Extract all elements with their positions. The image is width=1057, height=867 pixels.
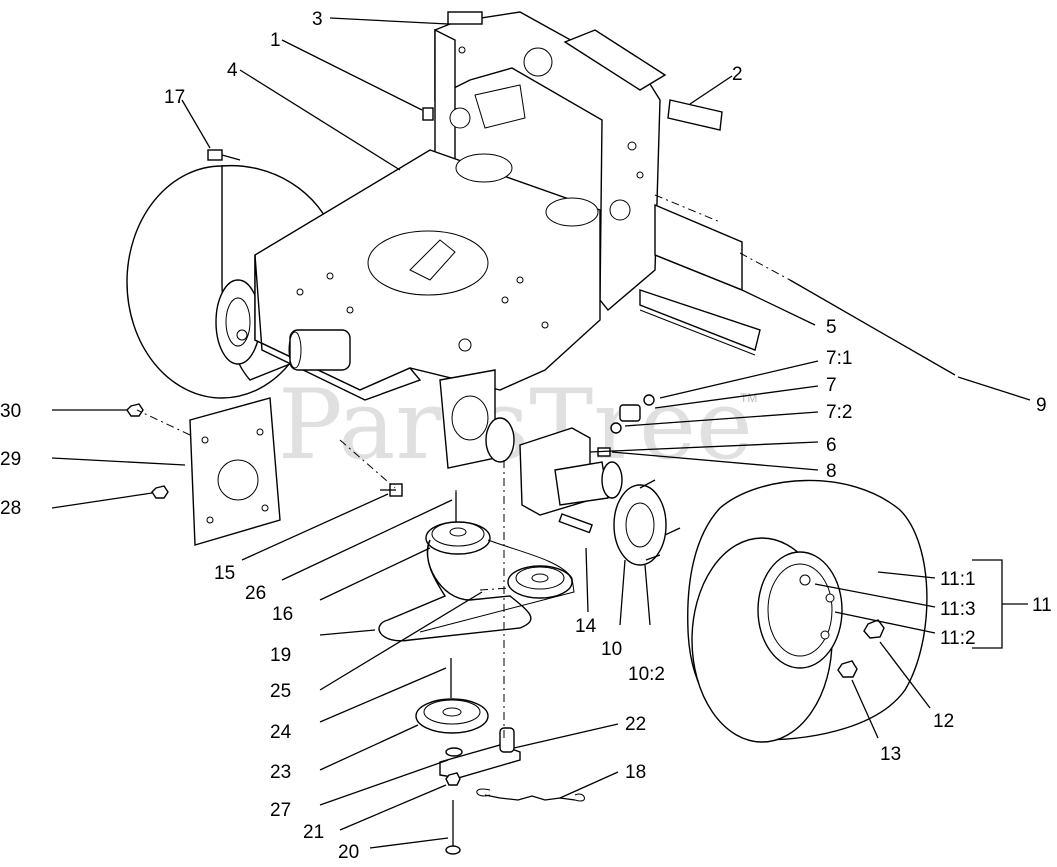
pulley-idler [507,565,573,599]
callout-3: 3 [312,9,323,30]
main-deck [254,149,601,401]
callout-15: 15 [214,563,235,584]
decal [667,99,723,131]
callout-7-1: 7:1 [826,348,852,369]
bearing-bracket [439,369,496,469]
centerlines [136,194,721,740]
callout-7: 7 [826,375,837,396]
callout-20: 20 [338,842,359,863]
pulley-lower [415,658,489,757]
callout-27: 27 [270,800,291,821]
callout-1: 1 [270,30,281,51]
callout-2: 2 [732,64,743,85]
callout-7-2: 7:2 [826,402,852,423]
right-tire [687,479,928,743]
callout-10: 10 [601,639,622,660]
leader-lines [51,17,1031,849]
callout-21: 21 [303,822,324,843]
callout-24: 24 [270,722,292,743]
callout-8: 8 [826,461,837,482]
pulley-upper [425,492,491,555]
callout-11-2: 11:2 [940,628,976,649]
callout-5: 5 [826,317,837,338]
callout-19: 19 [270,645,291,666]
callout-13: 13 [880,744,901,765]
callout-17: 17 [164,87,185,108]
callout-11: 11 [1032,595,1052,616]
wheel-hub [613,479,681,566]
callout-30: 30 [0,401,21,422]
side-rail [639,203,761,356]
callout-25: 25 [270,681,291,702]
callout-14: 14 [575,616,597,637]
mount-plate [189,397,281,546]
callout-10-2: 10:2 [628,664,665,685]
bearing-housing [485,417,623,516]
callout-16: 16 [272,604,293,625]
idler-arm [439,727,585,855]
callout-11-1: 11:1 [940,569,976,590]
drive-belt [378,539,575,642]
callout-22: 22 [625,714,646,735]
callout-11-3: 11:3 [940,599,976,620]
fasteners [126,107,885,678]
callout-9: 9 [1036,395,1047,416]
callout-28: 28 [0,498,21,519]
callout-labels: 3 1 2 4 17 5 9 7:1 7 7:2 6 8 11:1 11:3 1… [0,9,1052,863]
callout-18: 18 [625,762,646,783]
callout-12: 12 [933,711,954,732]
callout-29: 29 [0,449,21,470]
watermark-tm: TM [740,391,757,405]
upright-frame [434,11,667,312]
callout-23: 23 [270,762,291,783]
control-rod [739,252,956,376]
callout-6: 6 [826,435,837,456]
callout-4: 4 [227,60,238,81]
callout-26: 26 [245,583,266,604]
